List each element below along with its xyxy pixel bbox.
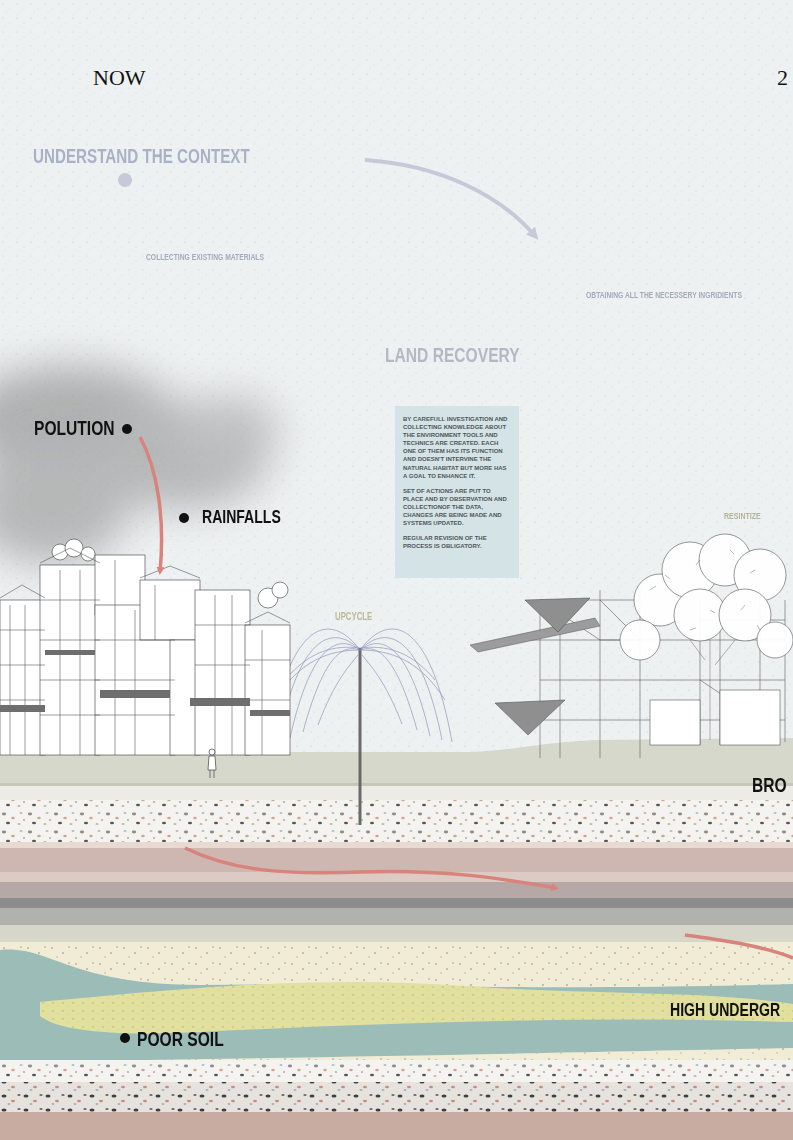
step-note: OBTAINING ALL THE NECESSERY INGRIDIENTS (586, 291, 742, 301)
action-label: RESINTIZE (724, 512, 761, 522)
issue-label: POLUTION (34, 417, 115, 439)
phase-heading: LAND RECOVERY (385, 344, 520, 366)
action-label: UPCYCLE (335, 611, 372, 622)
text-panel: BY CAREFULL INVESTIGATION AND COLLECTING… (395, 406, 519, 578)
panel-paragraph: BY CAREFULL INVESTIGATION AND COLLECTING… (403, 415, 511, 480)
issue-label: RAINFALLS (202, 508, 281, 528)
step-note: COLLECTING EXISTING MATERIALS (146, 253, 264, 263)
panel-paragraph: REGULAR REVISION OF THE PROCESS IS OBLIG… (403, 534, 511, 550)
phase-heading: UNDERSTAND THE CONTEXT (33, 145, 250, 167)
issue-label: POOR SOIL (137, 1028, 224, 1050)
panel-paragraph: SET OF ACTIONS ARE PUT TO PLACE AND BY O… (403, 487, 511, 527)
issue-label: BRO (752, 774, 787, 796)
issue-label: HIGH UNDERGR (670, 1000, 780, 1021)
page-number: 2 (777, 66, 788, 90)
title: NOW (93, 66, 146, 90)
